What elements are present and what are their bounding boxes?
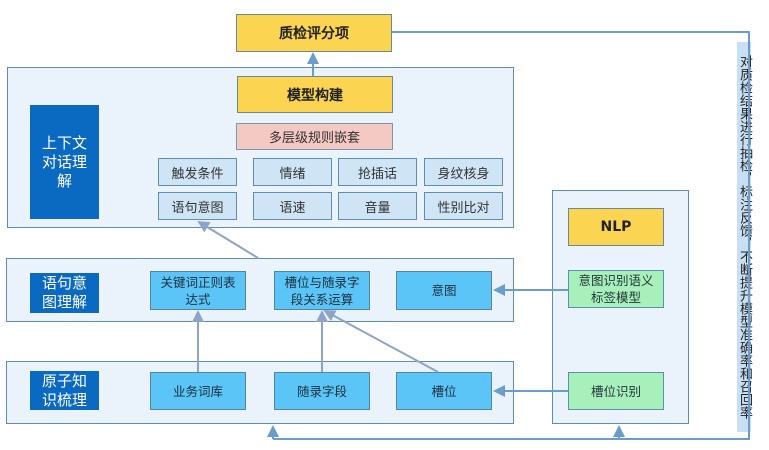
feedback-loop-line bbox=[273, 31, 750, 440]
item-emotion: 情绪 bbox=[253, 158, 332, 186]
item-gender: 性别比对 bbox=[424, 192, 503, 220]
nlp-box: NLP bbox=[568, 208, 664, 246]
item-voiceprint: 身纹核身 bbox=[424, 158, 503, 186]
intent-model-box: 意图识别语义标签模型 bbox=[568, 270, 664, 308]
arrow-intent-to-context bbox=[197, 220, 259, 259]
rule-nesting-box: 多层级规则嵌套 bbox=[236, 123, 393, 150]
slot-recognition-box: 槽位识别 bbox=[568, 372, 664, 410]
item-speed: 语速 bbox=[253, 192, 332, 220]
atomic-label: 原子知识梳理 bbox=[30, 371, 99, 410]
slot-field-relation-box: 槽位与随录字段关系运算 bbox=[274, 271, 370, 310]
recorded-field-box: 随录字段 bbox=[274, 372, 370, 410]
context-label: 上下文对话理解 bbox=[30, 105, 99, 219]
item-volume: 音量 bbox=[338, 192, 417, 220]
intent-label: 语句意图理解 bbox=[30, 273, 99, 313]
slot-box: 槽位 bbox=[396, 372, 492, 410]
item-sentence-intent: 语句意图 bbox=[158, 192, 237, 220]
business-lexicon-box: 业务词库 bbox=[150, 372, 246, 410]
model-build-box: 模型构建 bbox=[237, 76, 393, 113]
arrow-slot-to-relation bbox=[323, 310, 439, 373]
quality-score-box: 质检评分项 bbox=[236, 14, 392, 52]
intent-box: 意图 bbox=[396, 271, 492, 310]
item-trigger: 触发条件 bbox=[158, 158, 237, 186]
keyword-regex-box: 关键词正则表达式 bbox=[150, 271, 246, 310]
item-interrupt: 抢插话 bbox=[338, 158, 417, 186]
